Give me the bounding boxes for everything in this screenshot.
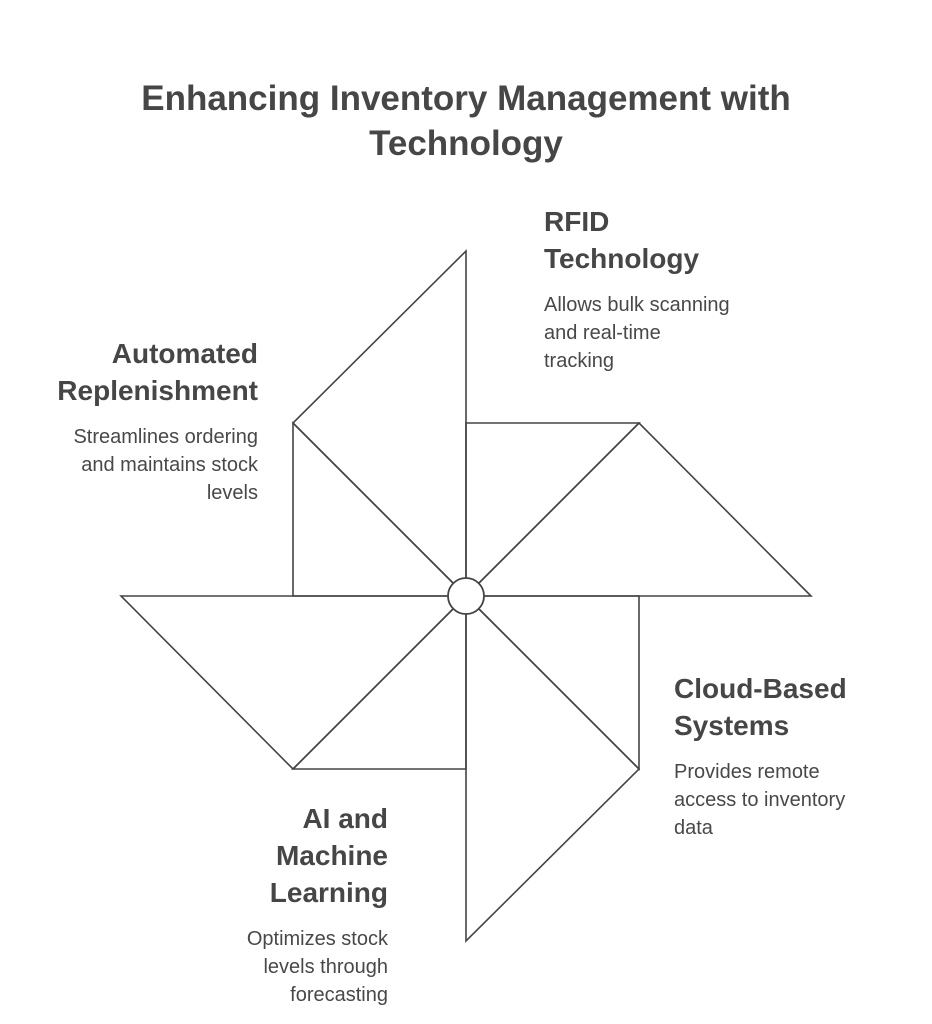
ai-heading: AI and Machine Learning: [150, 800, 388, 911]
rfid-desc-line-1: Allows bulk scanning: [544, 294, 730, 316]
automated-replenishment-block: Automated Replenishment Streamlines orde…: [20, 335, 258, 507]
rfid-heading-line-1: RFID: [544, 206, 610, 237]
ai-machine-learning-block: AI and Machine Learning Optimizes stock …: [150, 800, 388, 1009]
title-line-2: Technology: [369, 124, 563, 163]
cloud-description: Provides remote access to inventory data: [674, 758, 914, 842]
cloud-heading: Cloud-Based Systems: [674, 670, 914, 744]
blade-bottom-outer-triangle: [465, 594, 641, 943]
blade-top-inner-triangle: [292, 421, 468, 597]
automated-description: Streamlines ordering and maintains stock…: [20, 423, 258, 507]
pinwheel-hub: [447, 577, 485, 615]
automated-heading-line-1: Automated: [111, 338, 258, 369]
rfid-technology-block: RFID Technology Allows bulk scanning and…: [544, 203, 804, 375]
rfid-desc-line-3: tracking: [544, 350, 615, 372]
automated-desc-line-2: and maintains stock: [81, 454, 258, 476]
blade-left: [119, 594, 468, 771]
rfid-heading-line-2: Technology: [544, 243, 700, 274]
ai-heading-line-3: Learning: [269, 877, 388, 908]
automated-desc-line-1: Streamlines ordering: [73, 426, 258, 448]
blade-right: [464, 421, 813, 598]
ai-heading-line-2: Machine: [275, 840, 388, 871]
rfid-description: Allows bulk scanning and real-time track…: [544, 291, 804, 375]
automated-heading: Automated Replenishment: [20, 335, 258, 409]
blade-left-outer-triangle: [119, 595, 468, 771]
cloud-heading-line-2: Systems: [674, 710, 790, 741]
blade-right-inner-triangle: [465, 422, 641, 598]
ai-desc-line-1: Optimizes stock: [246, 928, 388, 950]
blade-top: [291, 249, 468, 598]
blade-left-inner-triangle: [291, 594, 467, 770]
ai-heading-line-1: AI and: [302, 803, 388, 834]
blade-right-outer-triangle: [464, 421, 813, 597]
cloud-desc-line-3: data: [674, 817, 713, 839]
ai-desc-line-3: forecasting: [290, 984, 388, 1006]
cloud-heading-line-1: Cloud-Based: [674, 673, 847, 704]
title-line-1: Enhancing Inventory Management with: [141, 79, 791, 118]
diagram-title: Enhancing Inventory Management with Tech…: [0, 76, 932, 166]
automated-heading-line-2: Replenishment: [57, 375, 258, 406]
blade-bottom: [464, 594, 641, 943]
rfid-desc-line-2: and real-time: [544, 322, 661, 344]
blade-top-outer-triangle: [291, 249, 467, 598]
ai-desc-line-2: levels through: [263, 956, 388, 978]
automated-desc-line-3: levels: [206, 482, 258, 504]
rfid-heading: RFID Technology: [544, 203, 804, 277]
cloud-desc-line-1: Provides remote: [674, 761, 820, 783]
blade-bottom-inner-triangle: [464, 595, 640, 771]
cloud-desc-line-2: access to inventory: [674, 789, 846, 811]
ai-description: Optimizes stock levels through forecasti…: [150, 925, 388, 1009]
cloud-based-systems-block: Cloud-Based Systems Provides remote acce…: [674, 670, 914, 842]
